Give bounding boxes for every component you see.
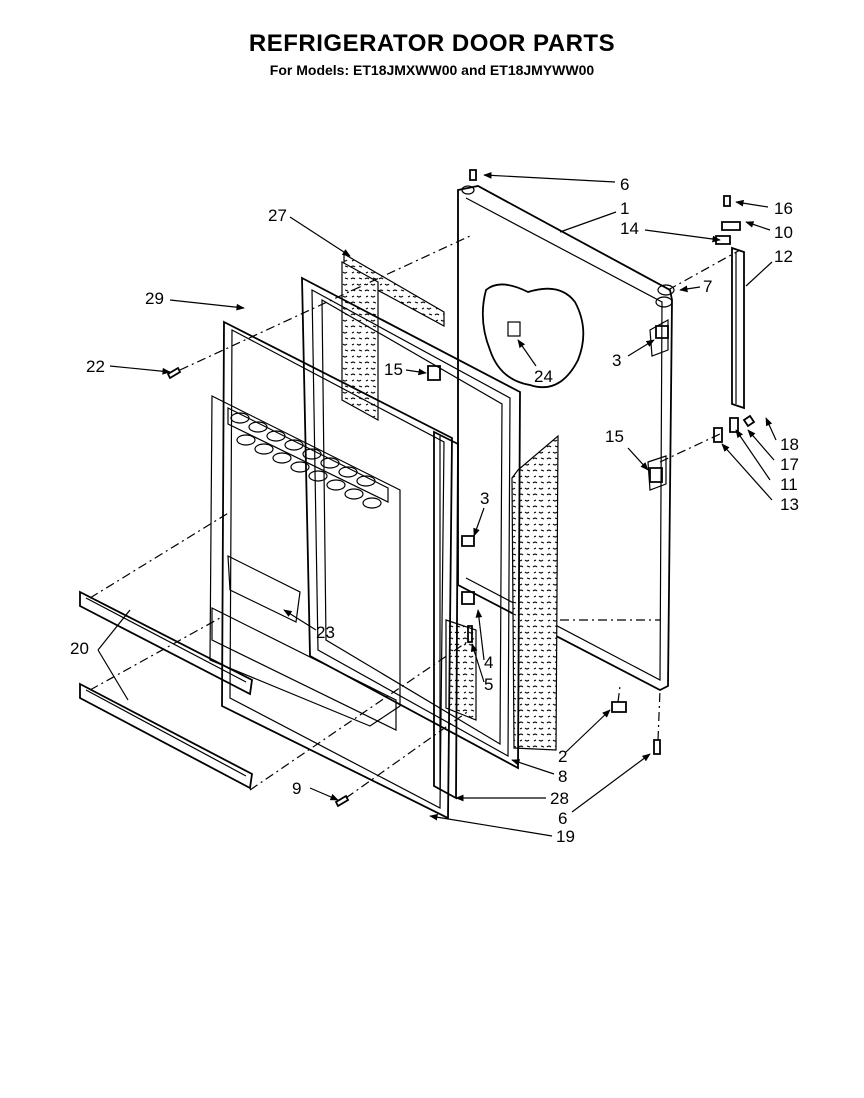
leader-lines bbox=[97, 172, 777, 837]
callout-19: 19 bbox=[556, 827, 575, 846]
callout-3: 3 bbox=[480, 489, 489, 508]
assembly-lines bbox=[89, 235, 741, 799]
callout-17: 17 bbox=[780, 455, 799, 474]
insulation-foam bbox=[341, 252, 559, 751]
callout-23: 23 bbox=[316, 623, 335, 642]
callout-8: 8 bbox=[558, 767, 567, 786]
callout-labels: 6 1 27 16 10 14 12 7 29 22 15 24 3 15 18… bbox=[70, 175, 799, 846]
door-shelf-bars bbox=[79, 590, 253, 790]
outer-door-panel bbox=[457, 185, 675, 692]
callout-24: 24 bbox=[534, 367, 553, 386]
callout-14: 14 bbox=[620, 219, 639, 238]
egg-cups bbox=[230, 412, 382, 509]
callout-9: 9 bbox=[292, 779, 301, 798]
callout-16: 16 bbox=[774, 199, 793, 218]
callout-4: 4 bbox=[484, 653, 493, 672]
callout-6: 6 bbox=[620, 175, 629, 194]
callout-10: 10 bbox=[774, 223, 793, 242]
callout-5: 5 bbox=[484, 675, 493, 694]
callout-7: 7 bbox=[703, 277, 712, 296]
diagram-title: REFRIGERATOR DOOR PARTS bbox=[248, 30, 616, 57]
callout-12: 12 bbox=[774, 247, 793, 266]
callout-6: 6 bbox=[558, 809, 567, 828]
callout-20: 20 bbox=[70, 639, 89, 658]
callout-15: 15 bbox=[605, 427, 624, 446]
callout-15: 15 bbox=[384, 360, 403, 379]
callout-2: 2 bbox=[558, 747, 567, 766]
breaker-strip bbox=[433, 430, 459, 800]
callout-22: 22 bbox=[86, 357, 105, 376]
callout-11: 11 bbox=[780, 475, 798, 494]
inner-door-liner bbox=[209, 320, 453, 820]
diagram-subtitle: For Models: ET18JMXWW00 and ET18JMYWW00 bbox=[269, 62, 595, 78]
callout-1: 1 bbox=[620, 199, 629, 218]
callout-18: 18 bbox=[780, 435, 799, 454]
callout-29: 29 bbox=[145, 289, 164, 308]
callout-13: 13 bbox=[780, 495, 799, 514]
callout-27: 27 bbox=[268, 206, 287, 225]
hinge-pin-cover bbox=[731, 246, 745, 410]
callout-3: 3 bbox=[612, 351, 621, 370]
callout-28: 28 bbox=[550, 789, 569, 808]
door-gasket bbox=[301, 276, 521, 770]
